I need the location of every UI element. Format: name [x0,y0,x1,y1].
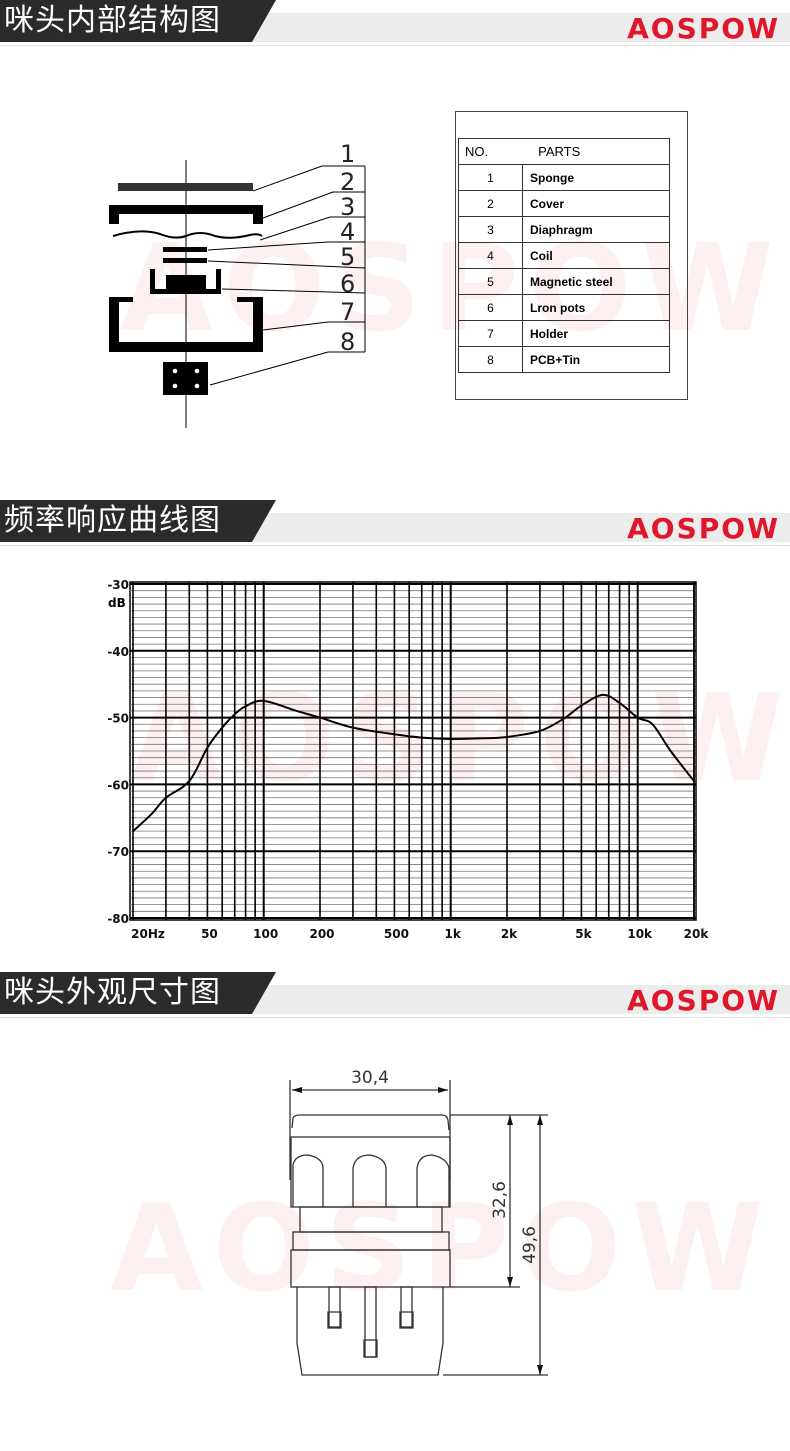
callout-4: 4 [340,218,355,246]
x-tick-label: 100 [253,927,278,941]
section-header-frequency: 频率响应曲线图 AOSPOW [0,500,790,546]
part-sponge [118,183,253,191]
section-title: 频率响应曲线图 [0,500,252,542]
y-tick-label: -80 [107,912,129,926]
part-pcb [163,362,208,395]
callout-5: 5 [340,243,355,271]
x-tick-label: 1k [445,927,462,941]
part-magnetic-steel [163,258,207,263]
section-title: 咪头内部结构图 [0,0,252,42]
title-slant [252,0,276,42]
dim-body-height: 32,6 [490,1181,510,1219]
x-tick-label: 500 [384,927,409,941]
response-curve [132,693,695,832]
callout-1: 1 [340,140,355,168]
brand-logo: AOSPOW [627,984,780,1017]
x-tick-label: 200 [309,927,334,941]
y-tick-label: -40 [107,645,129,659]
callout-lines [207,165,366,386]
table-header: NO. PARTS [458,138,670,165]
capsule-outline [289,1080,548,1376]
y-tick-label: -30 [107,578,129,592]
part-coil [163,247,207,252]
y-tick-label: -60 [107,778,129,792]
x-tick-label: 20k [684,927,710,941]
x-tick-label: 50 [201,927,218,941]
callout-3: 3 [340,193,355,221]
title-slant [252,500,276,542]
part-iron-pot [150,269,221,294]
x-tick-label: 5k [575,927,592,941]
divider [0,545,790,546]
x-tick-label: 2k [501,927,518,941]
section-header-structure: 咪头内部结构图 AOSPOW [0,0,790,46]
dim-width: 30,4 [351,1068,389,1088]
dim-total-height: 49,6 [520,1226,540,1264]
divider [0,1017,790,1018]
section-title: 咪头外观尺寸图 [0,972,252,1014]
y-tick-label: -50 [107,712,129,726]
part-diaphragm [112,230,263,239]
divider [0,45,790,46]
y-axis-label: dB [108,596,126,610]
header-no: NO. [465,144,489,159]
x-tick-label: 20Hz [131,927,165,941]
y-tick-label: -70 [107,845,129,859]
callout-2: 2 [340,168,355,196]
brand-logo: AOSPOW [627,12,780,45]
callout-8: 8 [340,328,355,356]
x-tick-label: 10k [627,927,653,941]
part-cover [109,205,263,224]
watermark: AOSPOW [130,670,790,809]
callout-7: 7 [340,298,355,326]
parts-box [455,111,688,400]
callout-6: 6 [340,270,355,298]
part-holder [109,297,263,352]
brand-logo: AOSPOW [627,512,780,545]
title-slant [252,972,276,1014]
section-header-dimensions: 咪头外观尺寸图 AOSPOW [0,972,790,1018]
header-parts: PARTS [538,144,581,159]
